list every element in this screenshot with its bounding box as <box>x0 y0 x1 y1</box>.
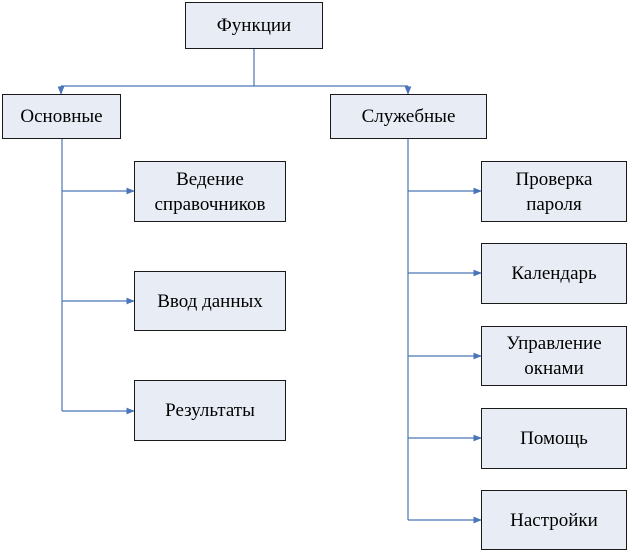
group-node-basic: Основные <box>2 94 121 139</box>
leaf-node-password-check: Проверка пароля <box>481 161 627 222</box>
leaf-node-window-management: Управление окнами <box>481 326 627 386</box>
root-node-functions: Функции <box>185 2 323 49</box>
leaf-node-calendar: Календарь <box>481 243 627 304</box>
leaf-node-data-entry: Ввод данных <box>134 271 286 331</box>
leaf-node-help: Помощь <box>481 408 627 469</box>
leaf-node-settings: Настройки <box>481 490 627 550</box>
group-node-service: Служебные <box>330 94 487 139</box>
leaf-node-reference-books: Ведение справочников <box>134 161 286 222</box>
leaf-node-results: Результаты <box>134 380 286 441</box>
